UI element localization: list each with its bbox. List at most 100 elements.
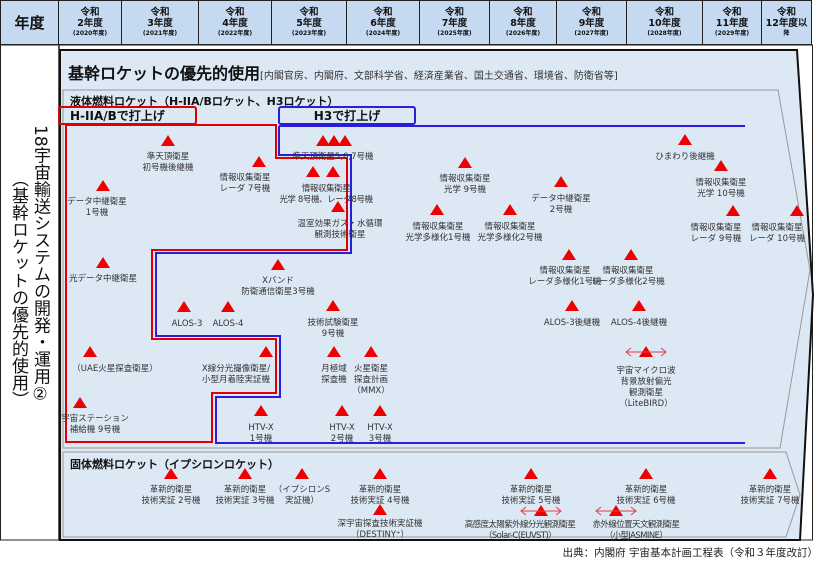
satellite-label-line: 情報収集衛星 (690, 223, 742, 233)
launch-triangle-icon (96, 180, 110, 191)
satellite-label-line: ALOS-4 (212, 319, 244, 329)
launch-triangle-icon (790, 205, 804, 216)
satellite-label-line: 9号機 (321, 329, 345, 339)
satellite-label-line: レーダ 7号機 (219, 184, 271, 194)
satellite-label-line: 技術実証 5号機 (501, 496, 561, 506)
header-year-l1: 令和 (373, 7, 393, 18)
satellite-item: 深宇宙探査技術実証機（DESTINY⁺） (337, 519, 422, 541)
h3-label: H3で打上げ (278, 106, 416, 125)
header-year-l3: (2024年度) (365, 30, 401, 37)
satellite-label-line: （DESTINY⁺） (350, 530, 410, 540)
launch-triangle-icon (763, 468, 777, 479)
satellite-item: ALOS-3 (172, 319, 203, 330)
satellite-label-line: 技術実証 2号機 (141, 496, 201, 506)
launch-triangle-icon (295, 468, 309, 479)
source-caption: 出典：内閣府 宇宙基本計画工程表（令和３年度改訂） (562, 547, 818, 559)
header-year-l1: 令和 (654, 7, 674, 18)
h2a-boundary-line (65, 124, 348, 443)
satellite-label-line: 補給機 9号機 (69, 425, 121, 435)
satellite-label-line: 火星衛星 (353, 364, 388, 374)
satellite-label-line: 技術試験衛星 (307, 318, 359, 328)
satellite-label-line: HTV-X (248, 423, 274, 433)
satellite-item: 準天頂衛星5,6,7号機 (292, 152, 373, 163)
satellite-label-line: HTV-X (329, 423, 355, 433)
launch-triangle-icon (373, 405, 387, 416)
range-arrow-icon (520, 506, 562, 516)
satellite-item: 革新的衛星技術実証 4号機 (350, 485, 409, 507)
satellite-label-line: 光学多様化1号機 (405, 233, 471, 243)
satellite-label-line: （LiteBIRD） (619, 399, 673, 409)
launch-triangle-icon (326, 300, 340, 311)
satellite-label-line: 情報収集衛星 (439, 174, 491, 184)
satellite-label-line: 防衛通信衛星3号機 (241, 287, 315, 297)
satellite-label-line: 情報収集衛星 (412, 222, 464, 232)
satellite-label-line: 高感度太陽紫外線分光観測衛星 (464, 520, 576, 530)
satellite-item: 月極域探査機 (321, 364, 347, 386)
header-year-l1: 令和 (299, 7, 319, 18)
row-label-sub: （基幹ロケットの優先的使用） (8, 170, 28, 408)
header-year-l2: 11年度 (715, 18, 749, 29)
launch-triangle-icon (177, 301, 191, 312)
satellite-label-line: 2号機 (549, 205, 573, 215)
launch-triangle-icon (364, 346, 378, 357)
satellite-label-line: （イプシロンS (273, 485, 331, 495)
launch-triangle-icon (503, 204, 517, 215)
launch-triangle-icon (430, 204, 444, 215)
satellite-label-line: 革新的衛星 (509, 485, 553, 495)
satellite-item: 情報収集衛星レーダ多様化1号機 (528, 266, 601, 288)
header-year-l1: 令和 (150, 7, 170, 18)
satellite-label-line: 情報収集衛星 (484, 222, 536, 232)
satellite-label-line: 探査機 (321, 375, 347, 385)
range-arrow-icon (595, 506, 637, 516)
satellite-label-line: データ中継衛星 (67, 197, 127, 207)
satellite-item: 革新的衛星技術実証 7号機 (740, 485, 799, 507)
satellite-label-line: 準天頂衛星5,6,7号機 (292, 152, 374, 162)
satellite-item: 情報収集衛星光学多様化2号機 (478, 222, 543, 244)
satellite-label-line: ALOS-4後継機 (610, 318, 668, 328)
launch-triangle-icon (221, 301, 235, 312)
satellite-label-line: 光学 9号機 (443, 185, 487, 195)
satellite-item: 革新的衛星技術実証 6号機 (616, 485, 675, 507)
header-year-l3: 降 (783, 30, 790, 37)
launch-triangle-icon (326, 166, 340, 177)
satellite-item: X線分光撮像衛星/小型月着陸実証機 (202, 364, 270, 386)
header-year-l1: 令和 (513, 7, 533, 18)
launch-triangle-icon (335, 405, 349, 416)
satellite-item: Xバンド防衛通信衛星3号機 (241, 276, 314, 298)
satellite-label-line: 3号機 (368, 434, 392, 444)
satellite-label-line: 情報収集衛星 (695, 178, 747, 188)
satellite-label-line: 小型月着陸実証機 (201, 375, 271, 385)
launch-triangle-icon (316, 135, 330, 146)
launch-triangle-icon (73, 397, 87, 408)
satellite-label-line: レーダ多様化1号機 (528, 277, 602, 287)
satellite-item: 準天頂衛星初号機後継機 (142, 152, 193, 174)
launch-triangle-icon (562, 249, 576, 260)
title-main: 基幹ロケットの優先的使用 (68, 64, 261, 83)
header-year-l3: (2022年度) (217, 30, 253, 37)
header-year-l2: 6年度 (370, 18, 396, 29)
header-year-l2: 3年度 (147, 18, 173, 29)
satellite-label-line: 観測衛星 (628, 388, 663, 398)
satellite-item: 革新的衛星技術実証 3号機 (215, 485, 274, 507)
satellite-label-line: 実証機） (284, 496, 319, 506)
satellite-label-line: 情報収集衛星 (602, 266, 654, 276)
satellite-label-line: 赤外線位置天文観測衛星 (592, 520, 681, 530)
satellite-item: 光データ中継衛星 (69, 274, 137, 285)
satellite-item: 宇宙マイクロ波背景放射偏光観測衛星（LiteBIRD） (616, 366, 675, 410)
satellite-label-line: X線分光撮像衛星/ (201, 364, 271, 374)
launch-triangle-icon (306, 166, 320, 177)
launch-triangle-icon (259, 346, 273, 357)
header-year-l3: (2026年度) (505, 30, 541, 37)
satellite-label-line: 革新的衛星 (624, 485, 668, 495)
satellite-label-line: 1号機 (85, 208, 109, 218)
launch-triangle-icon (373, 468, 387, 479)
satellite-label-line: 革新的衛星 (223, 485, 267, 495)
satellite-label-line: レーダ 10号機 (748, 234, 806, 244)
satellite-label-line: （UAE火星探査衛星） (72, 364, 158, 374)
